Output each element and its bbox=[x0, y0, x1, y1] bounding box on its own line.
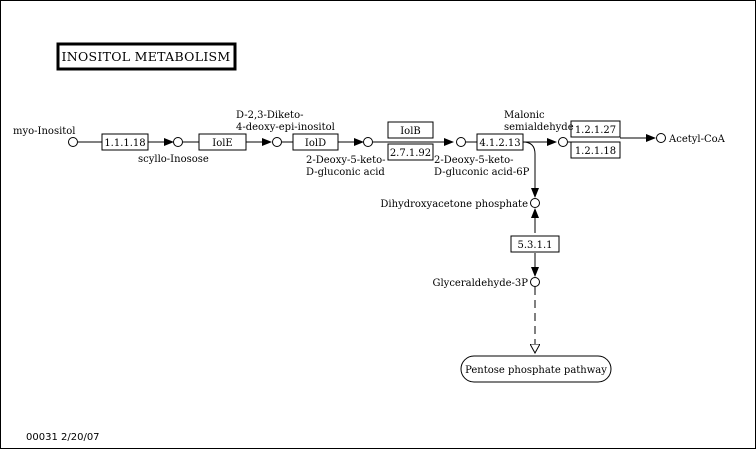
label-myo-inositol: myo-Inositol bbox=[13, 126, 76, 137]
label-dhap: Dihydroxyacetone phosphate bbox=[380, 199, 528, 210]
map-title: INOSITOL METABOLISM bbox=[56, 42, 237, 71]
compound-node-myo-inositol[interactable] bbox=[68, 137, 78, 147]
enzyme-boxes: 1.1.1.18 IolE IolD IolB 2.7.1.92 4.1.2.1… bbox=[101, 120, 621, 253]
enzyme-box-1-2-1-18[interactable]: 1.2.1.18 bbox=[570, 141, 621, 159]
map-id-and-date: 00031 2/20/07 bbox=[26, 432, 100, 443]
label-diketo-line2: 4-deoxy-epi-inositol bbox=[236, 122, 335, 133]
label-dkg6p-line2: D-gluconic acid-6P bbox=[434, 167, 530, 178]
title-text: INOSITOL METABOLISM bbox=[61, 49, 230, 64]
label-dkg-line1: 2-Deoxy-5-keto- bbox=[306, 155, 386, 166]
compound-node-dhap[interactable] bbox=[530, 198, 540, 208]
enzyme-box-2-7-1-92[interactable]: 2.7.1.92 bbox=[387, 143, 434, 161]
compound-node-malonic-semialdehyde[interactable] bbox=[558, 137, 568, 147]
enzyme-label: 1.2.1.18 bbox=[575, 146, 616, 157]
compound-node-acetyl-coa[interactable] bbox=[656, 133, 666, 143]
compound-labels: myo-Inositol scyllo-Inosose D-2,3-Diketo… bbox=[13, 110, 726, 289]
enzyme-box-iolE[interactable]: IolE bbox=[198, 133, 247, 151]
enzyme-label: 4.1.2.13 bbox=[479, 138, 520, 149]
enzyme-box-5-3-1-1[interactable]: 5.3.1.1 bbox=[510, 235, 560, 253]
enzyme-box-iolD[interactable]: IolD bbox=[292, 133, 339, 151]
label-diketo-line1: D-2,3-Diketo- bbox=[236, 110, 303, 121]
enzyme-label: 5.3.1.1 bbox=[518, 240, 553, 251]
enzyme-label: IolD bbox=[305, 138, 326, 149]
enzyme-label: 1.2.1.27 bbox=[575, 125, 616, 136]
compound-node-g3p[interactable] bbox=[530, 277, 540, 287]
enzyme-label: 2.7.1.92 bbox=[390, 148, 431, 159]
label-scyllo-inosose: scyllo-Inosose bbox=[138, 154, 209, 165]
enzyme-box-4-1-2-13[interactable]: 4.1.2.13 bbox=[476, 133, 524, 151]
pathway-link-label: Pentose phosphate pathway bbox=[465, 365, 607, 376]
title-frame bbox=[56, 42, 237, 71]
edge-e6-to-dhap bbox=[522, 141, 539, 198]
reaction-edges bbox=[78, 134, 656, 353]
enzyme-label: IolB bbox=[400, 126, 421, 137]
label-g3p: Glyceraldehyde-3P bbox=[433, 278, 529, 289]
compound-node-deoxy-keto-gluconic-acid-6p[interactable] bbox=[456, 137, 466, 147]
label-malonic-line2: semialdehyde bbox=[504, 122, 574, 133]
enzyme-box-iolB[interactable]: IolB bbox=[387, 121, 434, 139]
label-malonic-line1: Malonic bbox=[504, 110, 545, 121]
compound-nodes bbox=[68, 133, 666, 287]
label-dkg-line2: D-gluconic acid bbox=[306, 167, 385, 178]
pathway-link-pentose-phosphate[interactable]: Pentose phosphate pathway bbox=[460, 355, 612, 383]
enzyme-box-1-1-1-18[interactable]: 1.1.1.18 bbox=[101, 133, 149, 151]
enzyme-label: 1.1.1.18 bbox=[104, 138, 145, 149]
label-dkg6p-line1: 2-Deoxy-5-keto- bbox=[434, 155, 514, 166]
label-acetyl-coa: Acetyl-CoA bbox=[668, 134, 726, 145]
enzyme-label: IolE bbox=[212, 138, 232, 149]
compound-node-diketo-deoxy-inositol[interactable] bbox=[272, 137, 282, 147]
enzyme-box-1-2-1-27[interactable]: 1.2.1.27 bbox=[570, 120, 621, 138]
compound-node-scyllo-inosose[interactable] bbox=[173, 137, 183, 147]
compound-node-deoxy-keto-gluconic-acid[interactable] bbox=[363, 137, 373, 147]
